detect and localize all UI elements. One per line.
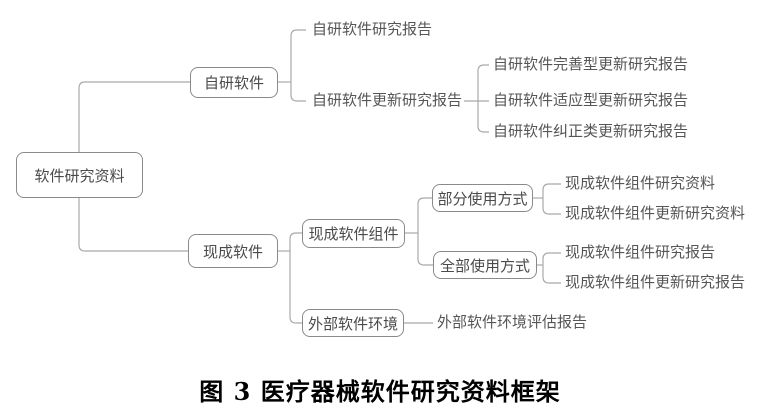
leaf-ots-component-research-materials: 现成软件组件研究资料 bbox=[565, 175, 716, 192]
leaf-self-dev-corrective-update-report: 自研软件纠正类更新研究报告 bbox=[493, 123, 689, 140]
leaf-ots-component-update-research-report: 现成软件组件更新研究报告 bbox=[565, 274, 746, 291]
leaf-ots-component-research-report: 现成软件组件研究报告 bbox=[565, 244, 716, 261]
node-external-software-environment: 外部软件环境 bbox=[302, 309, 404, 337]
leaf-self-dev-research-report: 自研软件研究报告 bbox=[312, 21, 433, 38]
leaf-self-dev-perfective-update-report: 自研软件完善型更新研究报告 bbox=[493, 56, 689, 73]
node-software-research-materials: 软件研究资料 bbox=[16, 152, 143, 198]
node-ots-component: 现成软件组件 bbox=[302, 219, 405, 248]
leaf-self-dev-update-research-report: 自研软件更新研究报告 bbox=[312, 92, 463, 109]
node-partial-use-mode: 部分使用方式 bbox=[432, 184, 533, 212]
node-full-use-mode: 全部使用方式 bbox=[433, 251, 537, 279]
leaf-self-dev-adaptive-update-report: 自研软件适应型更新研究报告 bbox=[493, 92, 689, 109]
node-self-developed-software: 自研软件 bbox=[190, 67, 278, 98]
figure-caption: 图 3 医疗器械软件研究资料框架 bbox=[199, 377, 561, 406]
node-off-the-shelf-software: 现成软件 bbox=[188, 234, 278, 268]
leaf-external-env-assessment-report: 外部软件环境评估报告 bbox=[437, 314, 588, 331]
leaf-ots-component-update-research-materials: 现成软件组件更新研究资料 bbox=[565, 205, 746, 222]
